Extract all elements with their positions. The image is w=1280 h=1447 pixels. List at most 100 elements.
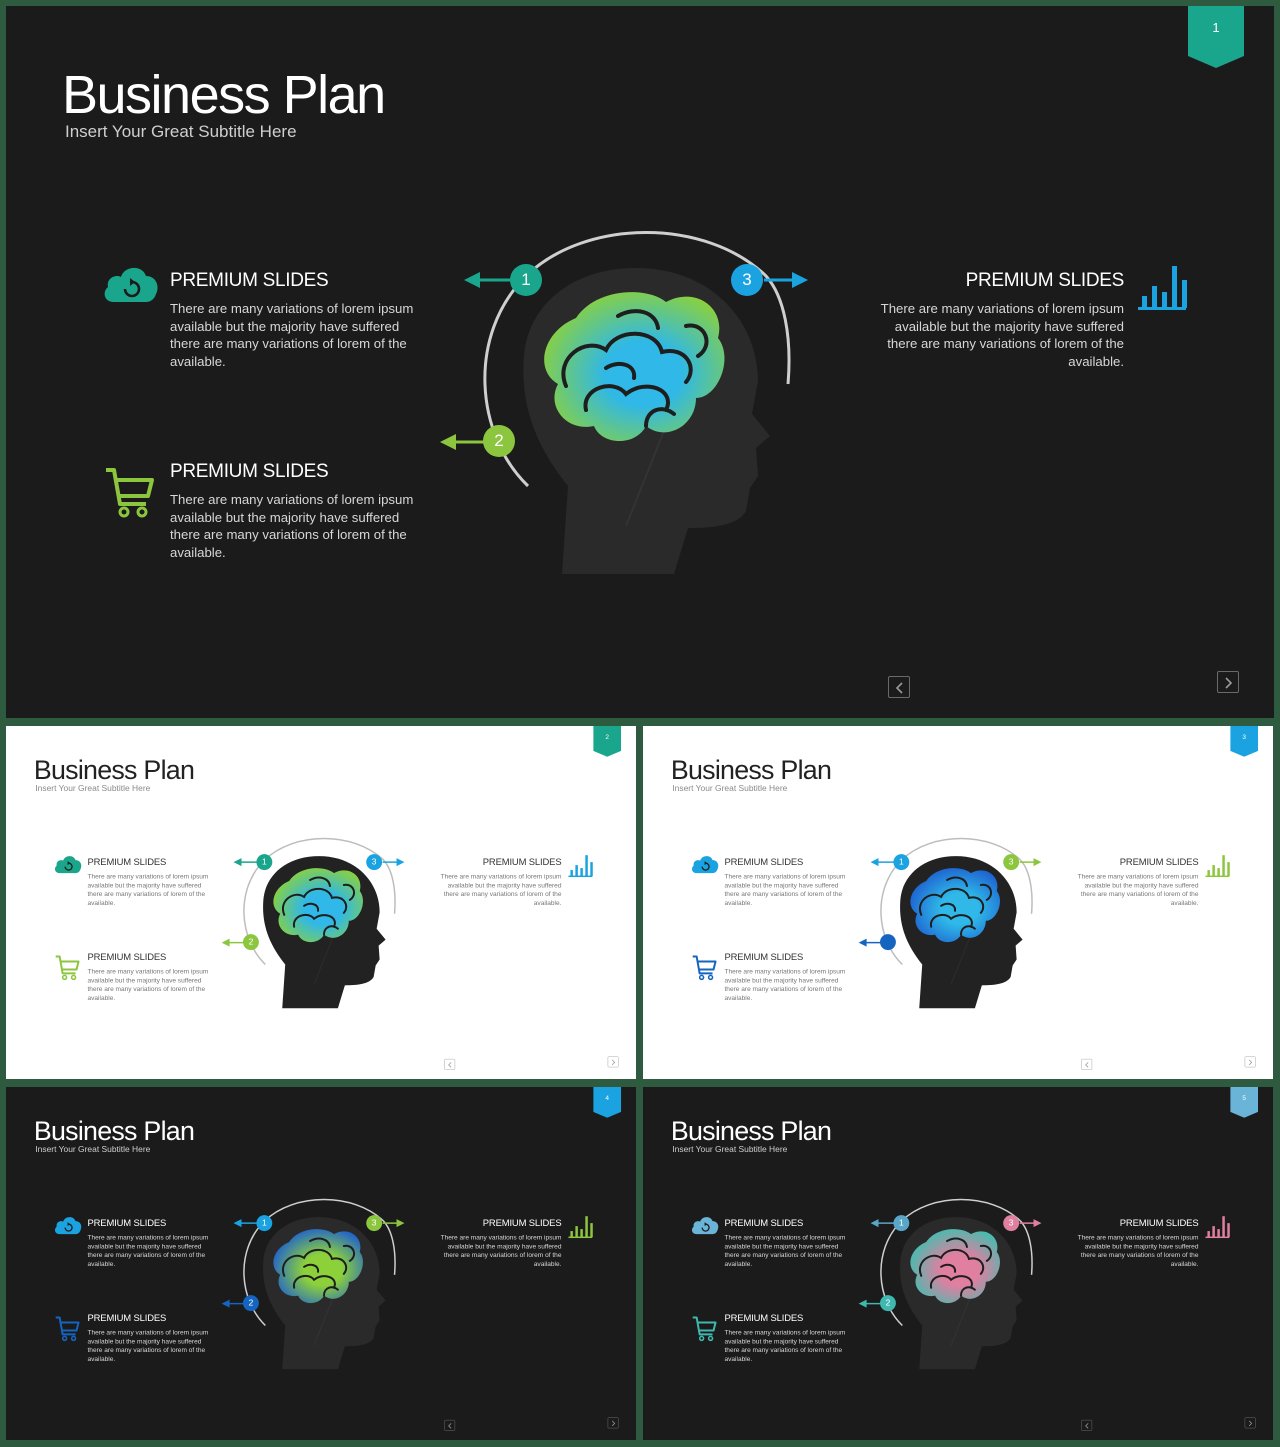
step-marker-1[interactable]: 1 <box>893 854 910 871</box>
next-slide-button[interactable] <box>1244 1417 1256 1429</box>
cloud-refresh-icon <box>54 853 83 876</box>
next-slide-button[interactable] <box>1244 1056 1256 1068</box>
shopping-cart-icon <box>104 466 156 525</box>
step-marker-2[interactable]: 2 <box>242 1295 259 1312</box>
feature-block-3: PREMIUM SLIDES There are many variations … <box>1069 857 1199 907</box>
feature-heading: PREMIUM SLIDES <box>1119 857 1199 868</box>
bar-chart-icon <box>1205 1214 1230 1241</box>
slide-subtitle: Insert Your Great Subtitle Here <box>65 122 297 141</box>
bar-chart-icon <box>1205 853 1230 880</box>
step-marker-1[interactable]: 1 <box>893 1215 910 1232</box>
step-marker-2[interactable]: 2 <box>483 425 515 457</box>
prev-slide-button[interactable] <box>888 676 910 698</box>
feature-description: There are many variations of lorem ipsum… <box>880 301 1124 369</box>
feature-description: There are many variations of lorem ipsum… <box>724 1233 846 1268</box>
arc-line <box>483 231 791 488</box>
slide-number-badge: 4 <box>593 1087 622 1118</box>
shopping-cart-icon <box>692 1316 718 1345</box>
step-marker-3[interactable]: 3 <box>731 264 763 296</box>
slide-title: Business Plan <box>670 755 832 786</box>
feature-block-3: PREMIUM SLIDES There are many variations … <box>432 1218 562 1268</box>
slide-subtitle: Insert Your Great Subtitle Here <box>672 1144 788 1155</box>
feature-description: There are many variations of lorem ipsum… <box>1077 872 1199 907</box>
arc-line <box>880 837 1033 966</box>
next-slide-button[interactable] <box>607 1056 619 1068</box>
feature-heading: PREMIUM SLIDES <box>724 1218 804 1229</box>
slide-number-badge: 2 <box>593 726 622 757</box>
feature-heading: PREMIUM SLIDES <box>482 857 562 868</box>
step-marker-1[interactable]: 1 <box>510 264 542 296</box>
prev-slide-button[interactable] <box>1081 1058 1093 1070</box>
feature-description: There are many variations of lorem ipsum… <box>87 1328 209 1363</box>
slide-subtitle: Insert Your Great Subtitle Here <box>35 783 151 794</box>
slide-title: Business Plan <box>33 1116 195 1147</box>
feature-description: There are many variations of lorem ipsum… <box>440 1233 562 1268</box>
chevron-right-icon <box>1225 677 1233 689</box>
prev-slide-button[interactable] <box>444 1419 456 1431</box>
brain-icon <box>273 868 363 943</box>
bar-chart-icon <box>1138 262 1188 317</box>
shopping-cart-icon <box>692 955 718 984</box>
brain-icon <box>910 1229 1000 1304</box>
step-marker-3[interactable]: 3 <box>1003 1215 1020 1232</box>
prev-slide-button[interactable] <box>1081 1419 1093 1431</box>
bar-chart-icon <box>568 1214 593 1241</box>
feature-heading: PREMIUM SLIDES <box>1119 1218 1199 1229</box>
feature-heading: PREMIUM SLIDES <box>87 1313 167 1324</box>
slide-number: 2 <box>605 732 609 741</box>
feature-heading: PREMIUM SLIDES <box>482 1218 562 1229</box>
feature-description: There are many variations of lorem ipsum… <box>724 1328 846 1363</box>
feature-block-2: PREMIUM SLIDES There are many variations … <box>87 952 216 1002</box>
feature-heading: PREMIUM SLIDES <box>170 461 329 482</box>
cloud-refresh-icon <box>691 853 720 876</box>
next-slide-button[interactable] <box>607 1417 619 1429</box>
step-marker-3[interactable]: 3 <box>366 854 383 871</box>
step-marker-1[interactable]: 1 <box>256 854 273 871</box>
next-slide-button[interactable] <box>1217 671 1239 693</box>
head-diagram <box>221 1198 405 1370</box>
chevron-left-icon <box>895 682 903 694</box>
badge-shape-icon <box>1230 1087 1259 1118</box>
step-marker-3[interactable]: 3 <box>366 1215 383 1232</box>
step-marker-2[interactable]: 2 <box>879 1295 896 1312</box>
feature-block-1: PREMIUM SLIDES There are many variations … <box>724 1218 853 1268</box>
slide-subtitle: Insert Your Great Subtitle Here <box>35 1144 151 1155</box>
arc-line <box>880 1198 1033 1327</box>
feature-heading: PREMIUM SLIDES <box>87 1218 167 1229</box>
shopping-cart-icon <box>55 955 81 984</box>
cloud-refresh-icon <box>54 1214 83 1237</box>
head-diagram <box>858 1198 1042 1370</box>
feature-description: There are many variations of lorem ipsum… <box>87 967 209 1002</box>
feature-heading: PREMIUM SLIDES <box>87 952 167 963</box>
badge-shape-icon <box>593 1087 622 1118</box>
step-marker-1[interactable]: 1 <box>256 1215 273 1232</box>
step-marker-2[interactable] <box>879 934 896 951</box>
step-marker-3[interactable]: 3 <box>1003 854 1020 871</box>
prev-slide-button[interactable] <box>444 1058 456 1070</box>
brain-icon <box>544 292 725 441</box>
slide-number: 5 <box>1242 1093 1246 1102</box>
slide-title: Business Plan <box>670 1116 832 1147</box>
arc-line <box>243 1198 396 1327</box>
feature-description: There are many variations of lorem ipsum… <box>87 872 209 907</box>
head-diagram <box>221 837 405 1009</box>
slide-number: 1 <box>1212 20 1220 35</box>
slide-number-badge: 1 <box>1188 6 1244 68</box>
step-marker-2[interactable]: 2 <box>242 934 259 951</box>
